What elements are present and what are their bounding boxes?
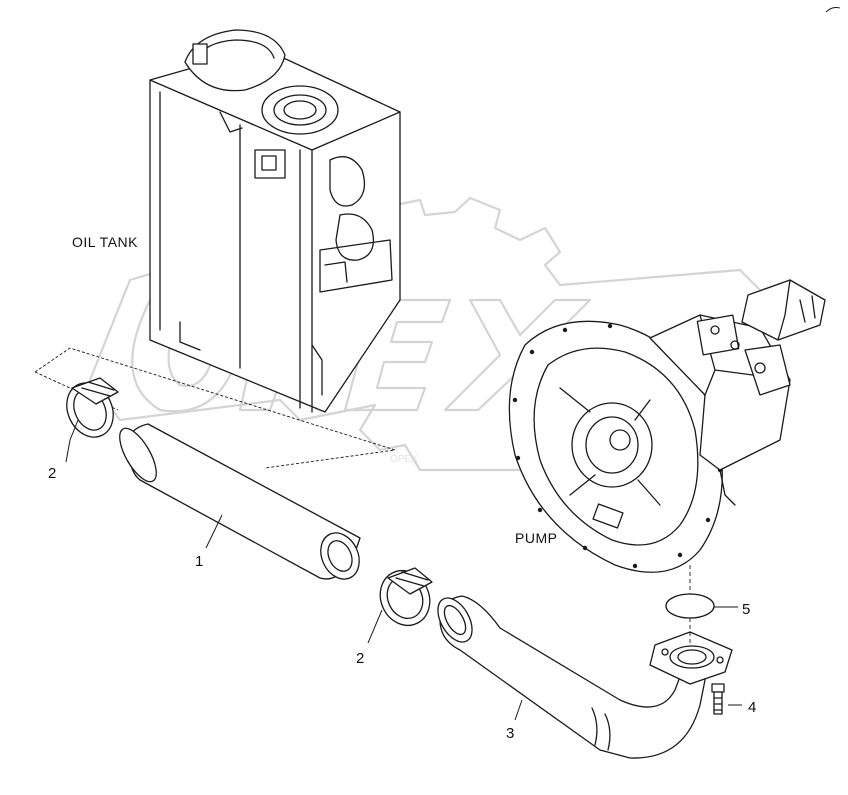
callout-3: 3 — [506, 725, 514, 742]
hose-clamp-lower — [379, 567, 433, 626]
corner-mark — [825, 7, 841, 13]
hose-clamp-upper — [66, 377, 119, 438]
watermark-text: OPEX — [390, 454, 418, 465]
callout-4: 4 — [748, 699, 756, 716]
oil-tank — [149, 29, 401, 413]
callout-5: 5 — [742, 601, 750, 618]
callout-leaders — [65, 419, 742, 721]
callout-2-upper: 2 — [48, 465, 56, 482]
o-ring-part-5 — [665, 593, 715, 619]
hose-part-1 — [119, 423, 361, 580]
oil-tank-label: OIL TANK — [72, 234, 138, 250]
callout-1: 1 — [195, 553, 203, 570]
pump-assembly — [508, 279, 826, 573]
pump-label: PUMP — [515, 530, 557, 546]
callout-2-lower: 2 — [356, 650, 364, 667]
bolt-part-4 — [711, 683, 725, 715]
suction-pipe-part-3 — [437, 595, 733, 759]
